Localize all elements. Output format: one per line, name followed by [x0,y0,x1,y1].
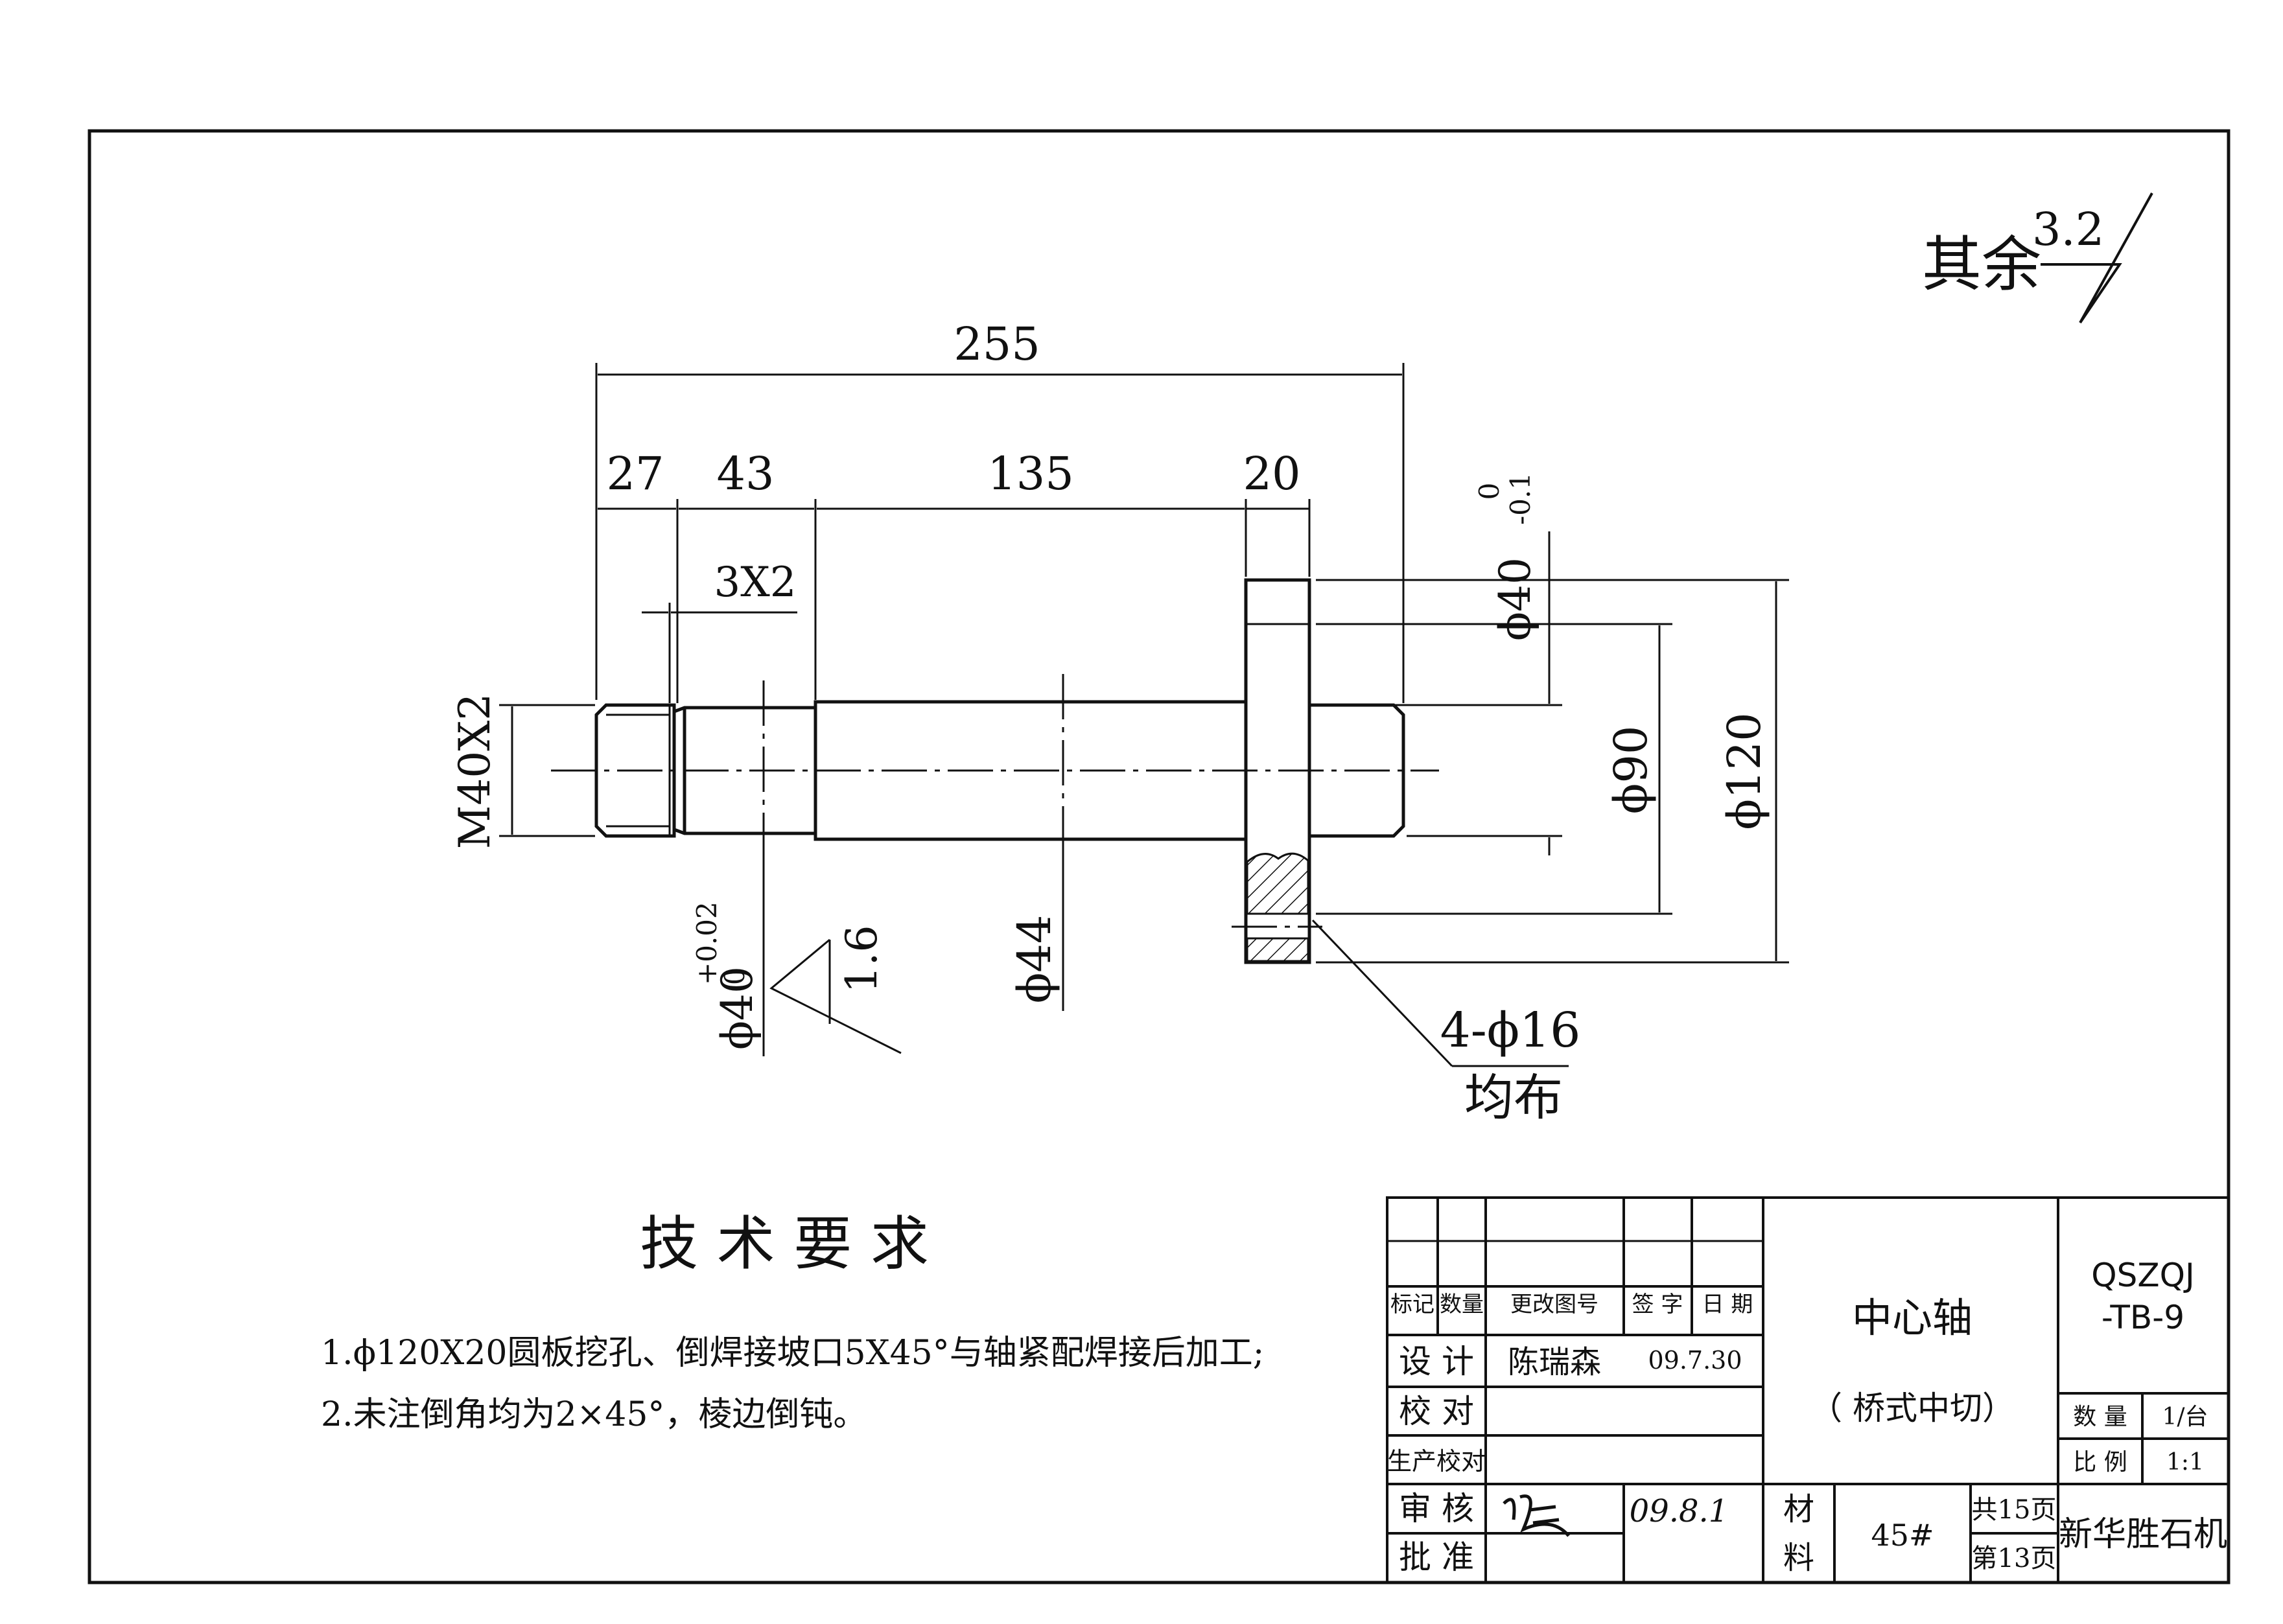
dim-bore-lower: -0.1 [1504,472,1536,525]
dimension-texts: 255 27 43 135 20 3X2 M40X2 ϕ40 0 -0.1 ϕ9… [450,318,1771,1126]
rev-header-qty: 数量 [1440,1292,1484,1317]
drawing-number-line1: QSZQJ [2091,1257,2194,1294]
qty-label: 数 量 [2073,1404,2127,1430]
drawing-border [88,129,2230,1584]
dim-thread-text: M40X2 [450,693,500,850]
roughness-bore-symbol [769,938,902,1054]
dim-flange-len-text: 20 [1243,447,1300,500]
tech-requirements-title: 技 术 要 求 [640,1210,929,1278]
company-name: 新华胜石机 [2059,1515,2227,1554]
center-lines [551,674,1439,928]
scale-label: 比 例 [2073,1449,2127,1476]
dim-overall-text: 255 [954,318,1040,371]
dim-thread-len-text: 27 [606,447,664,500]
title-block-text: 标记 数量 更改图号 签 字 日 期 设 计 校 对 生产校对 审 核 批 准 … [1387,1257,2227,1576]
role-approve: 批 准 [1399,1538,1474,1576]
dim-flange-dia-text: ϕ120 [1718,712,1771,829]
dimension-lines [499,363,1789,1067]
flange-section-hatch [1246,852,1309,962]
tech-requirements: 技 术 要 求 1.ϕ120X20圆板挖孔、倒焊接坡口5X45°与轴紧配焊接后加… [321,1210,1264,1434]
dim-bore-main: ϕ40 [1490,557,1540,641]
material-label-2: 料 [1783,1540,1814,1576]
dim-journal-lower: 0 [719,968,751,985]
dim-seg1-text: 43 [716,447,774,500]
drawing-number-line2: -TB-9 [2102,1299,2184,1336]
roughness-symbol [2041,192,2153,324]
roughness-bore-value: 1.6 [837,925,887,993]
reviewer-signature [1503,1494,1570,1537]
thread-section [594,703,676,838]
rev-header-change-no: 更改图号 [1510,1292,1598,1317]
rev-header-sign: 签 字 [1632,1292,1683,1317]
dim-journal-upper: +0.02 [691,901,723,985]
material-label-1: 材 [1783,1491,1814,1527]
dim-holes-text: 4-ϕ16 [1440,1003,1581,1058]
role-design: 设 计 [1399,1343,1474,1380]
dim-journal-main: ϕ40 [712,966,762,1050]
dim-bore-upper: 0 [1473,483,1505,500]
page-current: 第13页 [1972,1544,2057,1573]
dim-chamfer-text: 3X2 [714,559,797,607]
qty-value: 1/台 [2162,1404,2208,1430]
dim-shaft-dia-text: ϕ44 [1008,915,1061,1004]
role-review: 审 核 [1399,1490,1474,1527]
role-check: 校 对 [1399,1393,1474,1430]
rev-header-mark: 标记 [1390,1292,1434,1317]
tech-requirement-2: 2.未注倒角均为2×45°，棱边倒钝。 [321,1395,867,1434]
dim-seg2-text: 135 [987,447,1074,500]
review-date: 09.8.1 [1630,1493,1729,1529]
role-production-check: 生产校对 [1387,1447,1486,1476]
rev-header-date: 日 期 [1702,1292,1753,1317]
design-date: 09.7.30 [1648,1346,1742,1375]
roughness-general-value: 3.2 [2032,203,2104,256]
general-roughness-note: 其余 3.2 [1922,192,2153,324]
tech-requirement-1: 1.ϕ120X20圆板挖孔、倒焊接坡口5X45°与轴紧配焊接后加工; [321,1334,1264,1373]
part-subtitle: （ 桥式中切） [1810,1389,2015,1427]
pages-total: 共15页 [1972,1495,2057,1525]
designer-name: 陈瑞森 [1508,1344,1601,1380]
dim-holes-note: 均布 [1464,1069,1563,1126]
material-value: 45# [1871,1518,1934,1553]
title-block [1386,1196,2230,1584]
part-name: 中心轴 [1852,1294,1973,1341]
scale-value: 1:1 [2166,1449,2204,1476]
roughness-general-prefix: 其余 [1922,230,2041,299]
dim-pcd-text: ϕ90 [1604,726,1657,815]
